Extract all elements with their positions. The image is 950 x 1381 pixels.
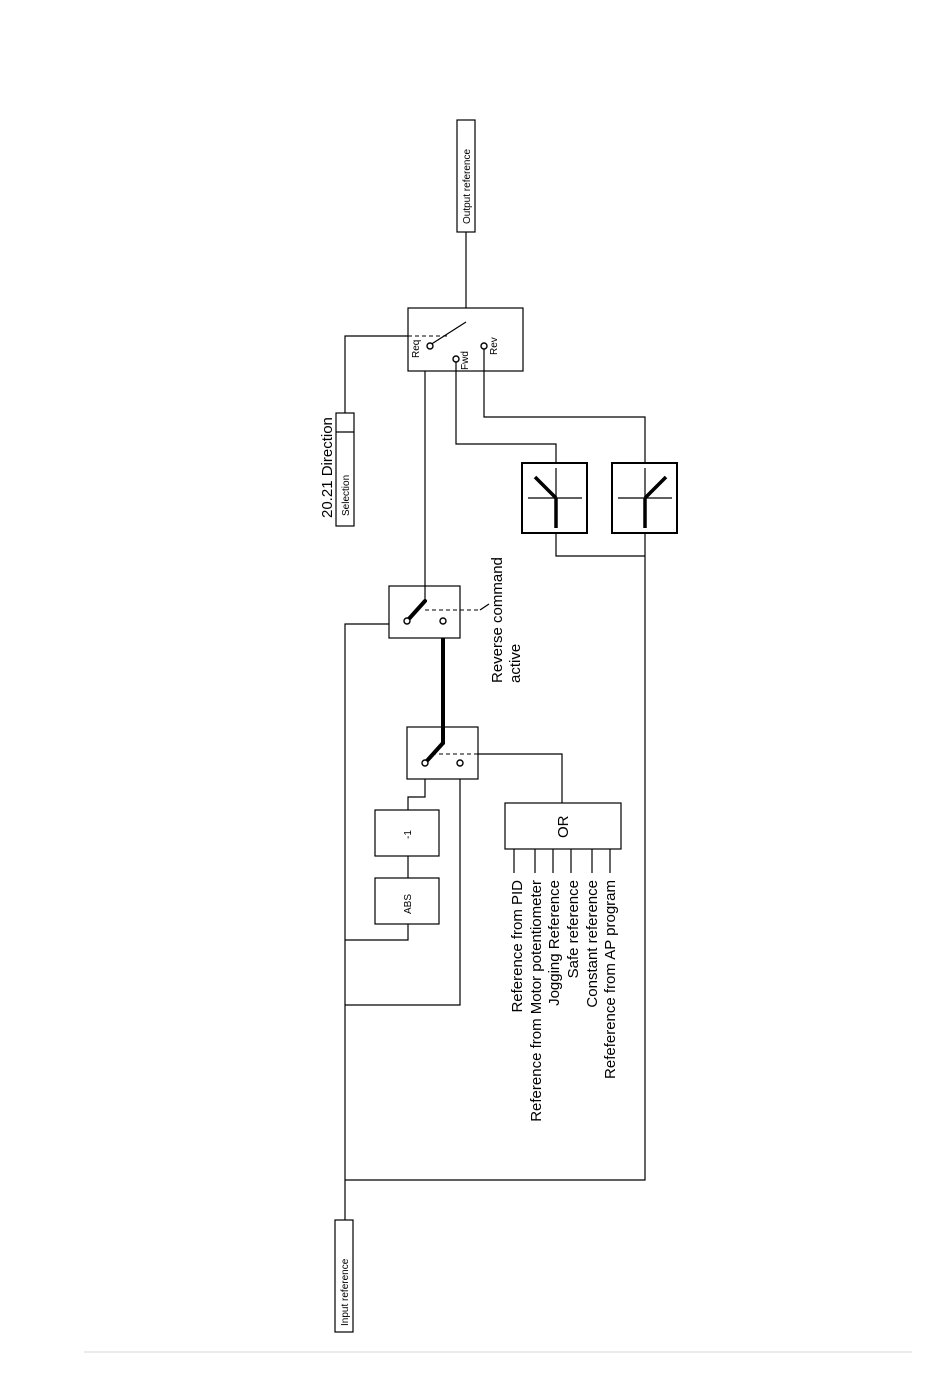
output-reference-label: Output reference [462, 149, 473, 224]
rev-label: Rev [489, 337, 500, 355]
reverse-limiter-block [612, 463, 677, 533]
or-input-label: Reference from PID [509, 880, 526, 1013]
direction-selection-label: Selection [341, 475, 352, 516]
reverse-command-label-line1: Reverse command [489, 557, 506, 683]
reverse-command-label-line2: active [507, 644, 524, 683]
reverse-command-switch [389, 586, 489, 638]
forward-limiter-output-wire [556, 533, 645, 556]
forward-limiter-block [522, 463, 587, 533]
or-output-wire [478, 754, 562, 803]
direction-param-label: 20.21 Direction [319, 417, 336, 518]
or-input-lines [514, 849, 610, 873]
direction-control-wire [345, 336, 408, 413]
req-label: Req [411, 340, 422, 358]
negate-label: -1 [403, 830, 414, 839]
or-input-label: Refeference from AP program [602, 880, 619, 1079]
or-input-label: Jogging Reference [546, 880, 563, 1006]
fwd-label: Fwd [460, 351, 471, 370]
or-label: OR [555, 815, 572, 838]
or-input-label: Reference from Motor potentiometer [528, 880, 545, 1122]
input-reference-label: Input reference [340, 1258, 351, 1326]
or-input-label: Safe reference [565, 880, 582, 978]
fwd-branch-wire [456, 362, 556, 463]
abs-label: ABS [403, 894, 414, 914]
or-input-label: Constant reference [584, 880, 601, 1008]
